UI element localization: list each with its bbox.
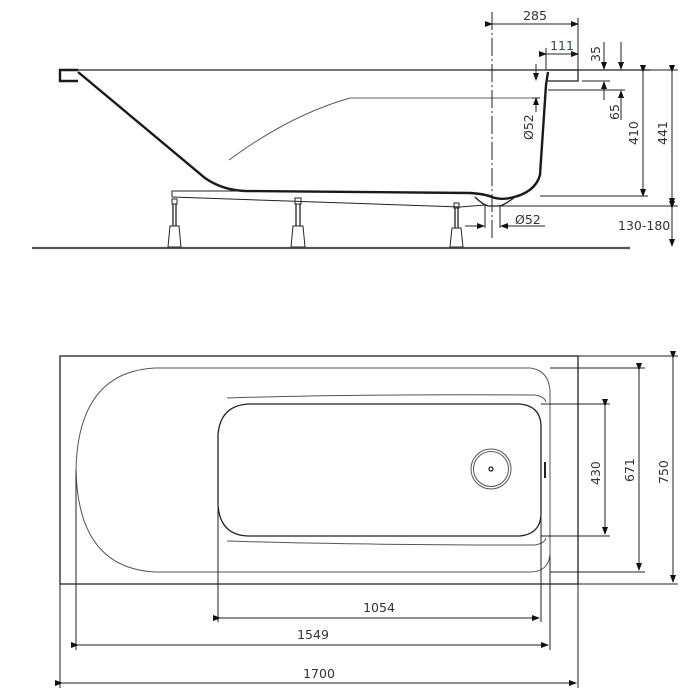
right-rim-lip bbox=[548, 69, 579, 82]
drain-inner-ring bbox=[473, 451, 509, 487]
dim-drain-diameter-label: Ø52 bbox=[515, 212, 541, 227]
dim-65-label: 65 bbox=[607, 104, 622, 120]
drain-outlet bbox=[474, 196, 516, 207]
leg-2 bbox=[290, 197, 306, 248]
dim-410-label: 410 bbox=[626, 121, 641, 145]
leg-3 bbox=[449, 202, 464, 248]
dim-430-label: 430 bbox=[588, 461, 603, 485]
side-view: 285 111 35 Ø52 65 410 441 130-180 bbox=[32, 8, 678, 250]
frame-bottom bbox=[171, 196, 486, 208]
dim-111-label: 111 bbox=[550, 38, 574, 53]
outer-rim bbox=[59, 355, 579, 585]
dim-285-label: 285 bbox=[523, 8, 547, 23]
dim-130-180-label: 130-180 bbox=[618, 218, 670, 233]
dim-overflow-diameter-label: Ø52 bbox=[521, 114, 536, 140]
dim-671-label: 671 bbox=[622, 458, 637, 482]
frame-top bbox=[171, 190, 245, 197]
dim-1700-label: 1700 bbox=[303, 666, 335, 681]
drain-outer-ring bbox=[470, 448, 512, 490]
inner-floor bbox=[217, 403, 542, 537]
dim-35-label: 35 bbox=[588, 46, 603, 62]
top-view: 430 671 750 1054 1549 1700 bbox=[55, 351, 678, 688]
drain-center bbox=[488, 466, 494, 472]
upper-taper-line bbox=[226, 394, 547, 403]
dim-1549-label: 1549 bbox=[297, 627, 329, 642]
basin-outline bbox=[75, 367, 551, 573]
tub-shell bbox=[77, 71, 550, 200]
lower-taper-line bbox=[226, 537, 547, 546]
leg-1 bbox=[167, 198, 182, 248]
dim-750-label: 750 bbox=[656, 460, 671, 484]
left-rim-lip bbox=[58, 68, 78, 83]
dim-441-label: 441 bbox=[655, 121, 670, 145]
dim-1054-label: 1054 bbox=[363, 600, 395, 615]
backrest-curve bbox=[228, 97, 351, 161]
